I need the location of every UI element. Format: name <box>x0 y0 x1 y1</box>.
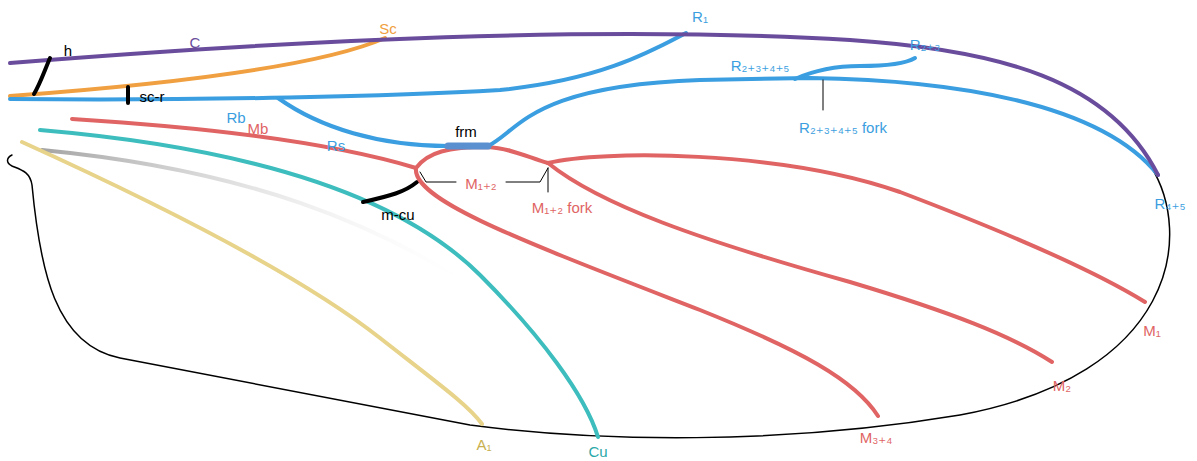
m34-vein <box>416 168 878 416</box>
m12-vein <box>416 147 548 168</box>
vein-label: M₃₊₄ <box>860 430 893 445</box>
vein-label: M₂ <box>1053 378 1071 393</box>
vein-label: Cu <box>588 443 607 458</box>
crossvein-label: m-cu <box>381 207 414 222</box>
vein-label: R₂₊₃₊₄₊₅ <box>731 58 790 73</box>
leader-line <box>823 80 824 110</box>
vein-label: Rb <box>226 110 245 125</box>
m2-vein <box>548 163 1052 362</box>
crossvein-label: sc-r <box>140 89 165 104</box>
vein-label: C <box>190 35 201 50</box>
leader-line <box>506 168 548 182</box>
wing-outline <box>8 155 1170 438</box>
vein-label: R₁ <box>692 9 708 24</box>
vein-label: M₁ <box>1143 323 1161 338</box>
humeral-crossvein <box>34 58 50 94</box>
vein-label: A₁ <box>476 437 491 452</box>
leader-line <box>420 172 456 182</box>
vein-label: frm <box>455 124 477 139</box>
sc-r-crossvein <box>126 87 130 103</box>
fork-label: R₂₊₃₊₄₊₅ fork <box>799 120 887 135</box>
vein-label: R₂₊₃ <box>910 37 941 52</box>
vein-label: Mb <box>248 121 269 136</box>
leader-line <box>548 168 549 192</box>
crossvein-label: h <box>64 43 72 58</box>
vein-label: Sc <box>379 21 397 36</box>
cubital-vein <box>40 130 598 437</box>
r23-vein <box>795 58 915 79</box>
fork-label: M₁₊₂ fork <box>532 200 592 215</box>
m-cu-crossvein <box>363 182 417 202</box>
vein-label: M₁₊₂ <box>465 176 496 191</box>
vein-label: R₄₊₅ <box>1155 196 1186 211</box>
r2345-vein <box>488 78 1158 175</box>
costal-vein <box>10 34 1158 175</box>
mb-vein <box>72 119 416 168</box>
vein-label: Rs <box>327 138 345 153</box>
rs-vein <box>278 98 448 146</box>
anal-vein <box>22 142 482 424</box>
frm <box>448 143 488 150</box>
